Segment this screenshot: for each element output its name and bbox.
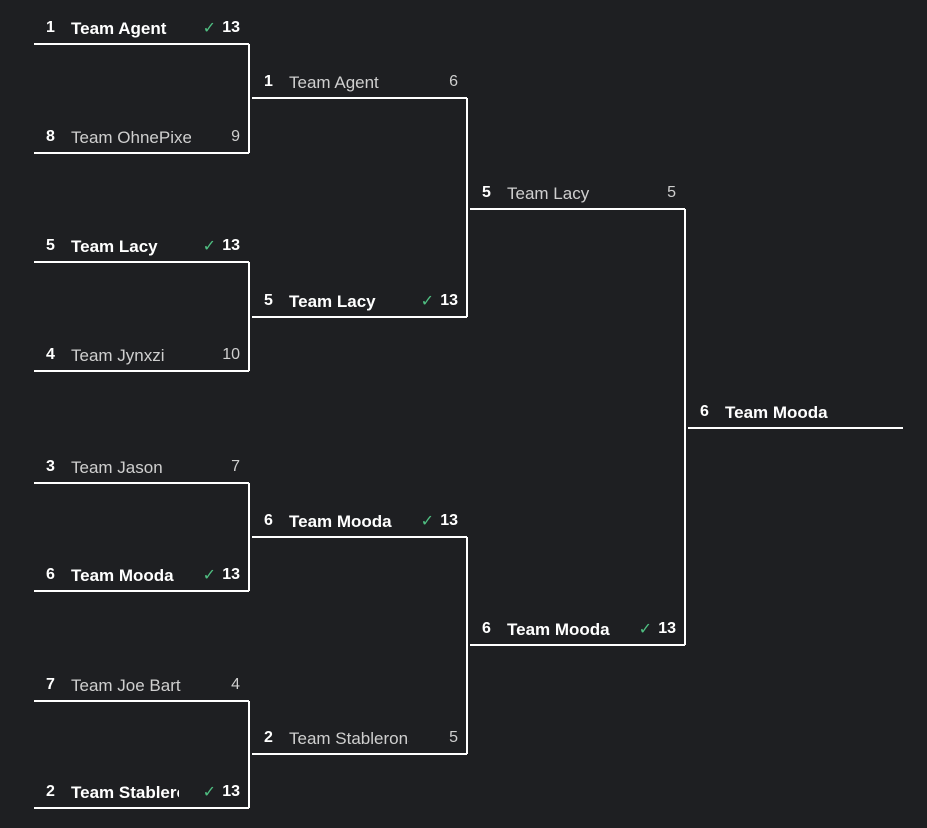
check-icon: ✓: [202, 567, 216, 584]
team-seed: 1: [46, 19, 55, 36]
team-name: Team Joe Bart: [71, 676, 181, 695]
team-slot[interactable]: 1 Team Agent 6: [252, 70, 467, 96]
team-score: 9: [231, 128, 240, 145]
team-seed: 6: [46, 566, 55, 583]
team-score: 6: [449, 73, 458, 90]
team-score: 5: [449, 729, 458, 746]
team-seed: 5: [46, 237, 55, 254]
team-name: Team Mooda: [289, 512, 392, 531]
team-score: 5: [667, 184, 676, 201]
team-seed: 1: [264, 73, 273, 90]
team-slot[interactable]: 5 Team Lacy ✓ 13: [252, 289, 467, 315]
team-name: Team Mooda: [71, 566, 174, 585]
team-slot[interactable]: 6 Team Mooda: [688, 400, 903, 426]
team-name: Team Agent: [289, 73, 379, 92]
team-score: 4: [231, 676, 240, 693]
team-seed: 5: [482, 184, 491, 201]
team-score: 7: [231, 458, 240, 475]
team-slot[interactable]: 8 Team OhnePixel 9: [34, 125, 249, 151]
team-score: 13: [658, 620, 676, 637]
team-slot[interactable]: 6 Team Mooda ✓ 13: [252, 509, 467, 535]
team-slot[interactable]: 1 Team Agent ✓ 13: [34, 16, 249, 42]
team-score: 13: [222, 237, 240, 254]
team-score: 13: [440, 292, 458, 309]
team-slot[interactable]: 5 Team Lacy ✓ 13: [34, 234, 249, 260]
team-seed: 7: [46, 676, 55, 693]
team-slot[interactable]: 4 Team Jynxzi 10: [34, 343, 249, 369]
team-name: Team Lacy: [71, 237, 158, 256]
team-slot[interactable]: 6 Team Mooda ✓ 13: [34, 563, 249, 589]
team-seed: 5: [264, 292, 273, 309]
team-seed: 6: [264, 512, 273, 529]
team-slot[interactable]: 2 Team Stableronaldo ✓ 13: [34, 780, 249, 806]
check-icon: ✓: [202, 238, 216, 255]
team-score: 13: [440, 512, 458, 529]
team-slot[interactable]: 6 Team Mooda ✓ 13: [470, 617, 685, 643]
team-name: Team Lacy: [507, 184, 590, 203]
team-seed: 4: [46, 346, 55, 363]
team-score: 13: [222, 783, 240, 800]
team-seed: 2: [264, 729, 273, 746]
team-score: 10: [222, 346, 240, 363]
team-seed: 6: [482, 620, 491, 637]
team-name: Team OhnePixel: [71, 128, 191, 147]
team-slot[interactable]: 2 Team Stableronaldo 5: [252, 726, 467, 752]
team-score: 13: [222, 19, 240, 36]
team-name: Team Mooda: [725, 403, 828, 422]
team-slot[interactable]: 7 Team Joe Bart 4: [34, 673, 249, 699]
team-seed: 8: [46, 128, 55, 145]
team-seed: 6: [700, 403, 709, 420]
check-icon: ✓: [202, 20, 216, 37]
team-slot[interactable]: 3 Team Jason 7: [34, 455, 249, 481]
check-icon: ✓: [638, 621, 652, 638]
check-icon: ✓: [420, 293, 434, 310]
team-name: Team Lacy: [289, 292, 376, 311]
check-icon: ✓: [420, 513, 434, 530]
team-score: 13: [222, 566, 240, 583]
team-name: Team Jason: [71, 458, 163, 477]
team-seed: 3: [46, 458, 55, 475]
team-name: Team Stableronaldo: [71, 783, 179, 802]
team-name: Team Jynxzi: [71, 346, 165, 365]
team-slot[interactable]: 5 Team Lacy 5: [470, 181, 685, 207]
team-name: Team Agent: [71, 19, 167, 38]
team-name: Team Stableronaldo: [289, 729, 409, 748]
team-seed: 2: [46, 783, 55, 800]
check-icon: ✓: [202, 784, 216, 801]
team-name: Team Mooda: [507, 620, 610, 639]
